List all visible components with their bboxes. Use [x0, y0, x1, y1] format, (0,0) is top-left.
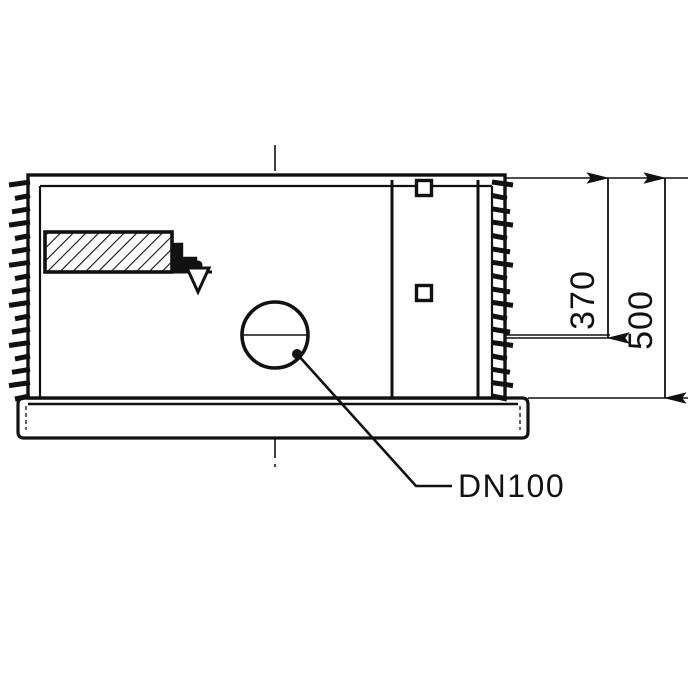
- edge-hatch-tick: [491, 246, 511, 255]
- edge-hatch-tick: [14, 353, 31, 362]
- edge-hatch-tick: [14, 393, 31, 402]
- edge-hatch-tick: [491, 206, 511, 215]
- dimension-500-group: 500: [528, 172, 688, 404]
- edge-hatch-tick: [8, 219, 31, 228]
- divider-group: [390, 180, 480, 398]
- edge-hatch-tick: [491, 259, 514, 268]
- edge-hatch-tick: [11, 366, 31, 375]
- edge-hatch-tick: [491, 219, 514, 228]
- hatched-insert-block: [43, 230, 174, 274]
- outlet-callout-group: DN100: [292, 349, 565, 504]
- dim-370-value: 370: [564, 270, 602, 330]
- drawing-geometry: DN100 370 500: [8, 145, 688, 504]
- edge-hatch-tick: [14, 233, 31, 241]
- edge-hatch-tick: [14, 273, 31, 282]
- callout-leader-line: [296, 353, 452, 488]
- section-edge-hatching-left: [8, 179, 31, 402]
- base-flange-inner-line: [25, 406, 521, 430]
- edge-hatch-tick: [11, 246, 31, 255]
- edge-hatch-tick: [491, 299, 514, 308]
- square-hole-lower: [414, 283, 434, 303]
- section-edge-hatching-right: [491, 179, 514, 402]
- edge-hatch-tick: [11, 326, 31, 335]
- edge-hatch-tick: [491, 179, 514, 188]
- edge-hatch-tick: [8, 340, 31, 348]
- edge-hatch-tick: [491, 366, 511, 375]
- edge-hatch-tick: [491, 286, 511, 295]
- edge-hatch-tick: [491, 233, 508, 241]
- dimension-370-group: 370: [505, 172, 688, 344]
- edge-hatch-tick: [491, 326, 511, 335]
- edge-hatch-tick: [491, 340, 514, 348]
- edge-hatch-tick: [491, 313, 508, 322]
- square-hole-upper: [414, 178, 434, 198]
- square-hole-group: [414, 178, 434, 303]
- edge-hatch-tick: [491, 393, 508, 402]
- edge-hatch-tick: [14, 192, 31, 201]
- outlet-circle-group: [240, 300, 310, 370]
- edge-hatch-tick: [8, 299, 31, 308]
- edge-hatch-tick: [8, 179, 31, 188]
- edge-hatch-tick: [8, 259, 31, 268]
- channel-body-group: [26, 173, 507, 400]
- edge-hatch-tick: [491, 192, 508, 201]
- channel-body-outline: [26, 173, 507, 400]
- edge-hatch-tick: [491, 273, 508, 282]
- base-flange-group: [16, 396, 530, 440]
- wedge-pointer-marker: [184, 260, 212, 296]
- edge-hatch-tick: [8, 380, 31, 389]
- edge-hatch-tick: [491, 353, 508, 362]
- edge-hatch-tick: [491, 380, 514, 389]
- edge-hatch-tick: [14, 313, 31, 322]
- outlet-callout-label: DN100: [458, 468, 565, 504]
- edge-hatch-tick: [11, 206, 31, 215]
- dim-500-value: 500: [622, 290, 660, 350]
- hatched-insert-block-group: [43, 230, 212, 274]
- edge-hatch-tick: [11, 286, 31, 295]
